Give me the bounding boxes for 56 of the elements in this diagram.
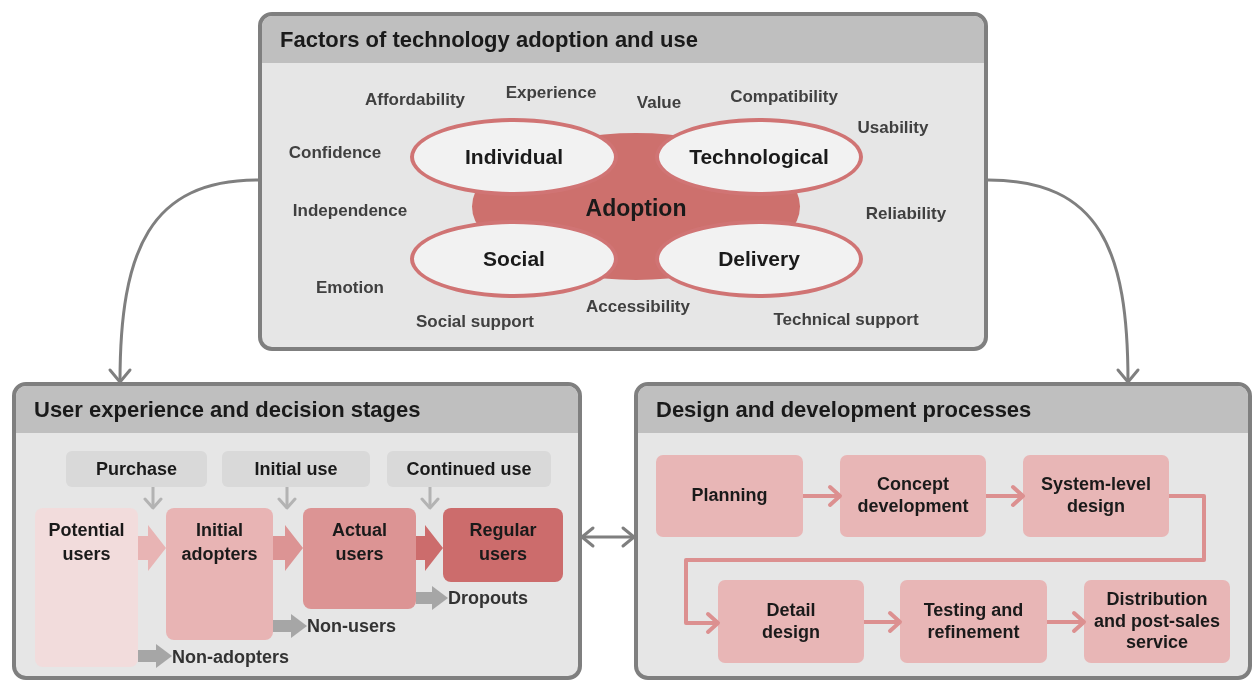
stage-tag: Purchase xyxy=(66,451,207,487)
stage-box: Actual users xyxy=(303,508,416,609)
panel xyxy=(634,382,1252,680)
arrow xyxy=(108,178,259,384)
factor-label: Usability xyxy=(857,118,929,138)
outcome-text: Non-users xyxy=(307,614,396,638)
process-box: Testing and refinement xyxy=(900,580,1047,663)
arrow xyxy=(684,494,1206,634)
block-arrow xyxy=(416,586,448,610)
outcome-text: Non-adopters xyxy=(172,645,289,669)
panel-header: Factors of technology adoption and use xyxy=(262,16,984,63)
factor-label: Accessibility xyxy=(586,297,690,317)
factor-label: Experience xyxy=(505,83,597,103)
arrow xyxy=(986,485,1025,507)
stage-tag: Continued use xyxy=(387,451,551,487)
process-box: Planning xyxy=(656,455,803,537)
ellipse-label: Technological xyxy=(689,145,829,169)
block-arrow xyxy=(273,525,303,571)
factor-label: Reliability xyxy=(865,204,947,224)
factor-label: Confidence xyxy=(288,143,382,163)
stage-box: Potential users xyxy=(35,508,138,667)
ellipse-label: Individual xyxy=(465,145,563,169)
arrow xyxy=(803,485,842,507)
panel-header: User experience and decision stages xyxy=(16,386,578,433)
arrow xyxy=(420,487,440,510)
panel xyxy=(258,12,988,351)
factor-label: Technical support xyxy=(773,310,919,330)
arrow xyxy=(143,487,163,510)
block-arrow xyxy=(138,525,166,571)
arrow xyxy=(277,487,297,510)
outcome-text: Dropouts xyxy=(448,586,528,610)
arrow xyxy=(580,526,636,548)
process-box: Concept development xyxy=(840,455,986,537)
process-box: Distribution and post-sales service xyxy=(1084,580,1230,663)
stage-box: Regular users xyxy=(443,508,563,582)
factor-label: Affordability xyxy=(364,90,466,110)
panel-header: Design and development processes xyxy=(638,386,1248,433)
stage-tag: Initial use xyxy=(222,451,370,487)
process-box: Detail design xyxy=(718,580,864,663)
panel xyxy=(12,382,582,680)
arrow xyxy=(864,611,902,633)
ellipse-label: Social xyxy=(483,247,545,271)
stage-box: Initial adopters xyxy=(166,508,273,640)
factor-label: Emotion xyxy=(316,278,384,298)
ellipse-label: Delivery xyxy=(718,247,800,271)
block-arrow xyxy=(416,525,443,571)
block-arrow xyxy=(138,644,172,668)
factor-label: Independence xyxy=(292,201,408,221)
factor-label: Value xyxy=(636,93,682,113)
arrow xyxy=(1047,611,1086,633)
factor-label: Social support xyxy=(415,312,535,332)
core-label: Adoption xyxy=(585,196,687,220)
arrow xyxy=(987,178,1140,384)
process-box: System-level design xyxy=(1023,455,1169,537)
factor-label: Compatibility xyxy=(730,87,838,107)
block-arrow xyxy=(273,614,307,638)
